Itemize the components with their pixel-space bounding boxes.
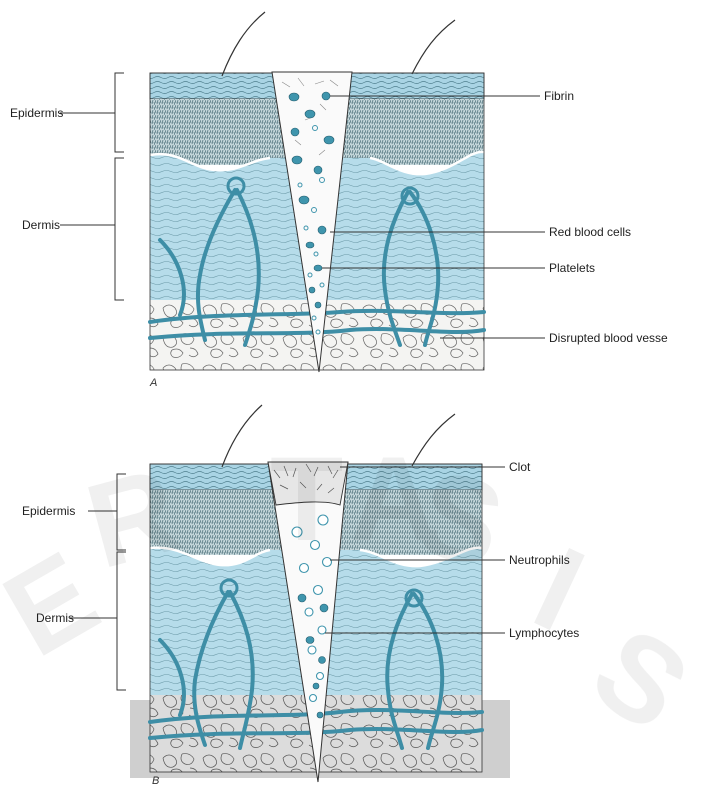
panel-a — [60, 12, 545, 372]
panel-a-label-disrupted-blood-vessel: Disrupted blood vesse — [549, 331, 668, 345]
panel-a-brackets — [115, 73, 124, 300]
panel-a-label-platelets: Platelets — [549, 261, 595, 275]
panel-a-label-epidermis: Epidermis — [10, 106, 63, 120]
panel-b-label-clot: Clot — [509, 460, 530, 474]
panel-a-hairs — [222, 12, 455, 76]
watermark-letter: S — [569, 601, 711, 757]
panel-b-label-neutrophils: Neutrophils — [509, 553, 570, 567]
panel-a-letter: A — [150, 377, 157, 389]
panel-a-label-fibrin: Fibrin — [544, 89, 574, 103]
panel-a-label-red-blood-cells: Red blood cells — [549, 225, 631, 239]
watermark-letter: T — [270, 432, 343, 566]
panel-a-label-dermis: Dermis — [22, 218, 60, 232]
panel-b-letter: B — [152, 775, 159, 787]
watermark-letter: A — [350, 432, 437, 566]
panel-b-label-dermis: Dermis — [36, 611, 74, 625]
panel-b-label-lymphocytes: Lymphocytes — [509, 626, 579, 640]
panel-b-label-epidermis: Epidermis — [22, 504, 75, 518]
